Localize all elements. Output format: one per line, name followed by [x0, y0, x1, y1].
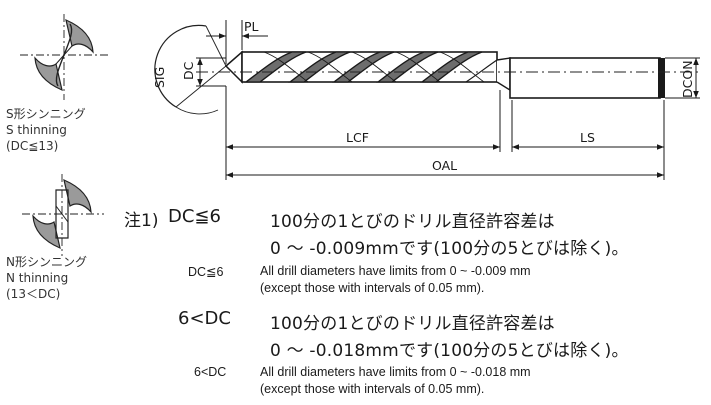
- s-thinning-label: S形シンニング S thinning (DC≦13): [6, 106, 86, 154]
- n-thinning-range: (13＜DC): [6, 287, 61, 301]
- tol2-condition: 6<DC: [178, 308, 231, 329]
- n-thinning-label: N形シンニング N thinning (13＜DC): [6, 254, 87, 302]
- n-thinning-en: N thinning: [6, 271, 69, 285]
- tol2-en-line1: All drill diameters have limits from 0 ~…: [260, 365, 531, 379]
- n-thinning-jp: N形シンニング: [6, 255, 87, 269]
- tol1-en-condition: DC≦6: [188, 265, 224, 279]
- tol1-en-line2: (except those with intervals of 0.05 mm)…: [260, 281, 485, 295]
- label-oal: OAL: [432, 158, 457, 173]
- s-thinning-icon: [20, 14, 108, 100]
- tol2-jp-line1: 100分の1とびのドリル直径許容差は: [270, 314, 555, 334]
- tol2-en-line2: (except those with intervals of 0.05 mm)…: [260, 382, 485, 396]
- point-angle-sig: [154, 24, 227, 115]
- tol2-en-condition: 6<DC: [194, 365, 227, 379]
- label-pl: PL: [244, 19, 259, 34]
- s-thinning-jp: S形シンニング: [6, 107, 86, 121]
- label-dcon: DCON: [680, 60, 695, 98]
- tol1-condition: DC≦6: [168, 206, 221, 227]
- tol1-jp-line1: 100分の1とびのドリル直径許容差は: [270, 212, 555, 232]
- s-thinning-range: (DC≦13): [6, 139, 59, 153]
- tol1-jp-line2: 0 ～ -0.009mmです(100分の5とびは除く)。: [270, 239, 629, 259]
- label-dc: DC: [181, 61, 196, 80]
- label-sig: SIG: [152, 67, 167, 88]
- label-ls: LS: [580, 130, 595, 145]
- tol2-jp-line2: 0 ～ -0.018mmです(100分の5とびは除く)。: [270, 341, 629, 361]
- drill-tip: [224, 50, 243, 84]
- fluted-body: [241, 51, 498, 83]
- s-thinning-en: S thinning: [6, 123, 67, 137]
- label-lcf: LCF: [346, 130, 369, 145]
- note-prefix: 注1): [124, 211, 159, 231]
- shank: [496, 57, 665, 99]
- n-thinning-icon: [22, 174, 104, 256]
- tol1-en-line1: All drill diameters have limits from 0 ~…: [260, 264, 531, 278]
